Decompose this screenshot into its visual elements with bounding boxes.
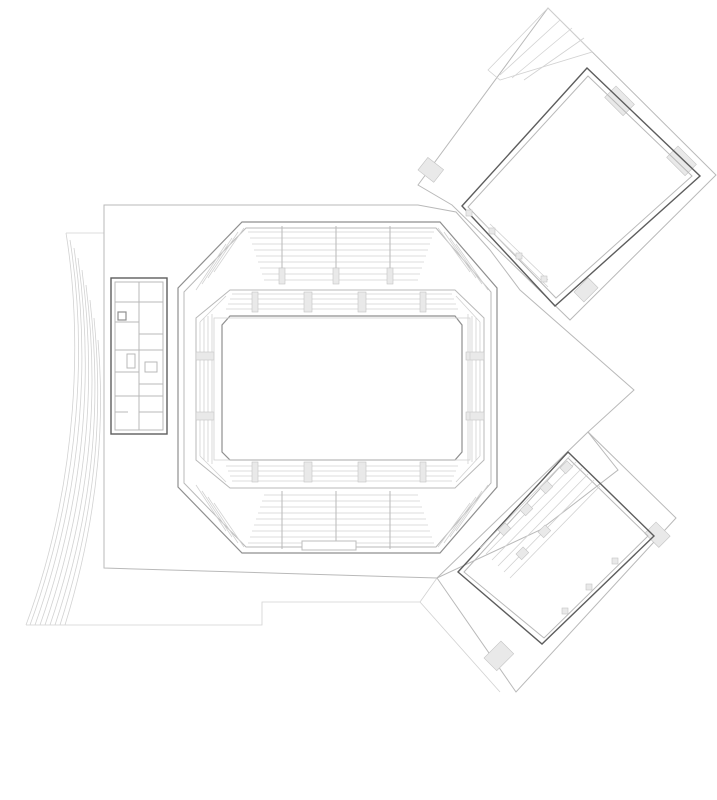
- west-service-block: [110, 277, 168, 435]
- north-lower-seating: [226, 291, 458, 313]
- west-facade-ramp: [25, 232, 420, 626]
- arena-bowl: [177, 221, 498, 554]
- podium-outline: [103, 204, 635, 579]
- south-east-seating: [479, 455, 601, 579]
- north-upper-seating: [195, 226, 489, 291]
- arena-court: [221, 315, 463, 461]
- west-lower-seating: [195, 295, 227, 483]
- south-lower-seating: [226, 461, 458, 483]
- south-east-hall: [436, 431, 677, 693]
- east-lower-seating: [455, 295, 485, 483]
- north-east-hall: [417, 7, 717, 321]
- south-upper-seating: [195, 484, 489, 551]
